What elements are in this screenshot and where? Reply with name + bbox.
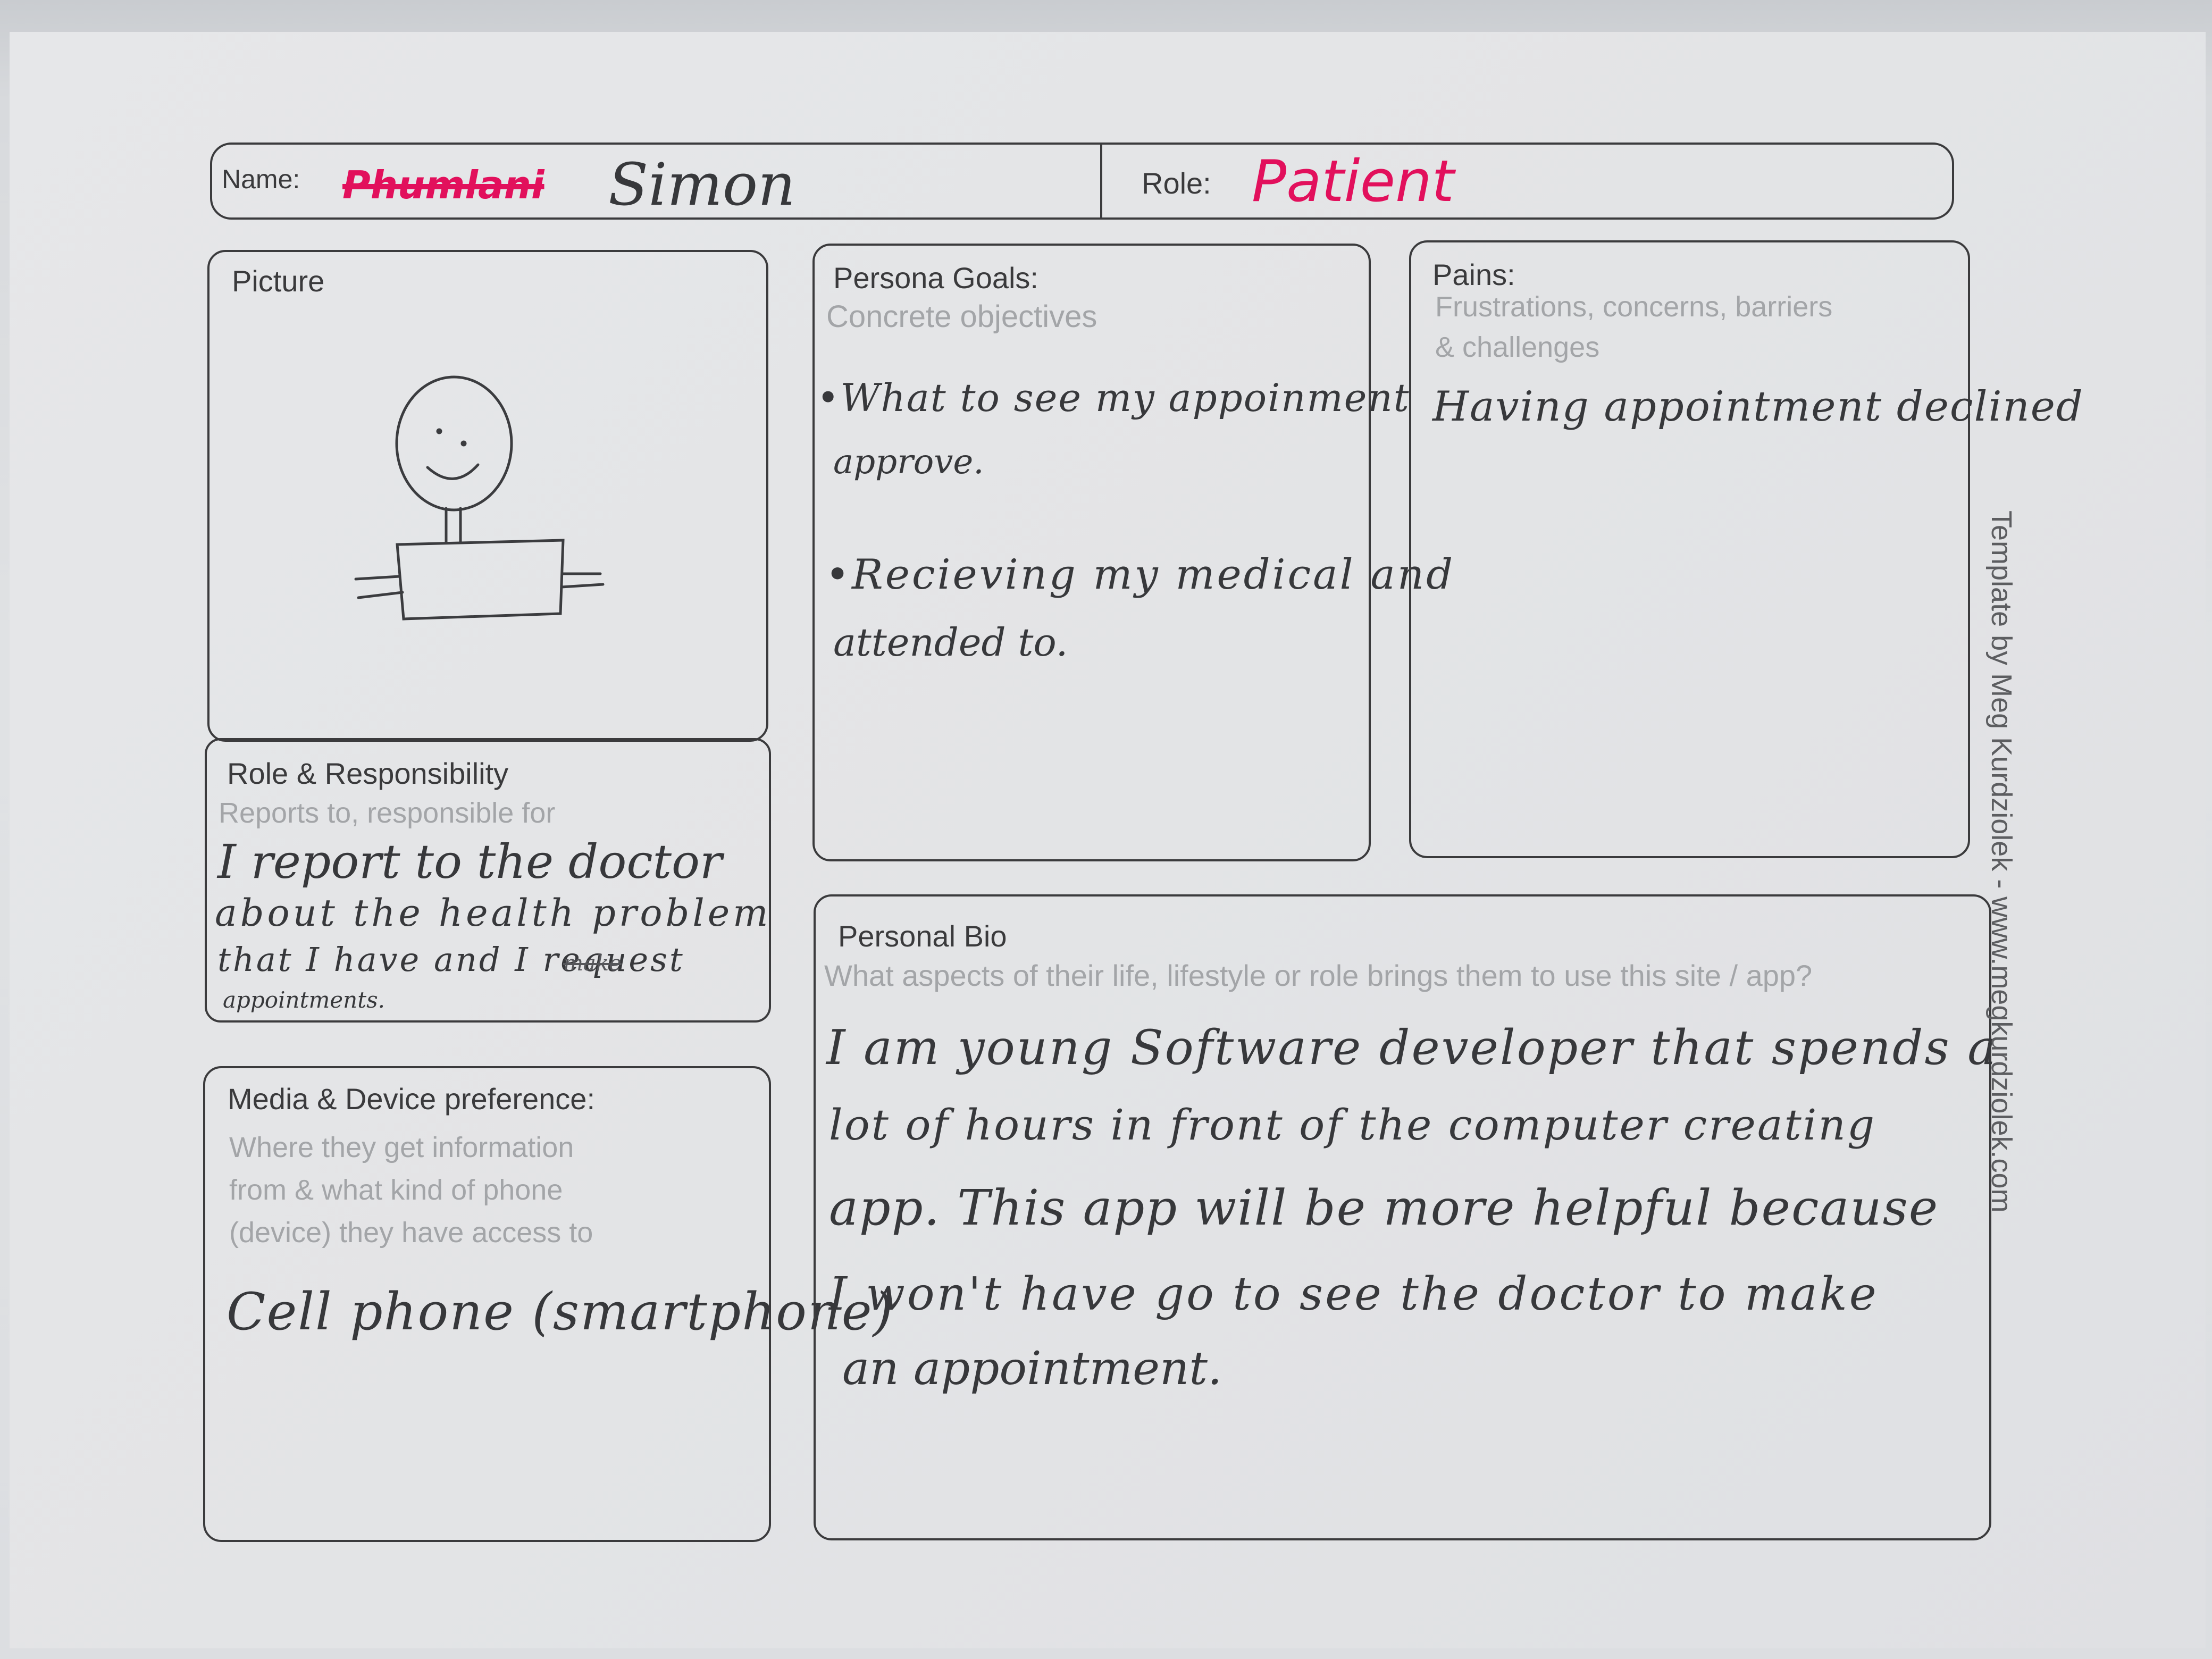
bio-line-5: an appointment. [842,1342,1222,1395]
bio-line-2: lot of hours in front of the computer cr… [829,1100,1876,1150]
role-label: Role: [1142,166,1211,200]
picture-title: Picture [232,264,325,298]
struck-name: Phumlani [342,163,544,207]
role-line-4: appointments. [223,987,385,1013]
bio-subtitle: What aspects of their life, lifestyle or… [824,959,1813,992]
role-line-1: I report to the doctor [217,834,723,889]
goals-line-1: •What to see my appoinment [817,375,1410,420]
stick-figure-sketch [354,375,605,621]
goals-title: Persona Goals: [833,261,1038,295]
name-label: Name: [222,164,300,194]
picture-box: Picture [207,250,768,742]
media-title: Media & Device preference: [228,1082,596,1116]
media-answer: Cell phone (smartphone) [227,1282,894,1342]
pains-subtitle-1: Frustrations, concerns, barriers [1435,291,1833,323]
role-line-2: about the health problem [215,891,772,935]
role-responsibility-box: Role & Responsibility Reports to, respon… [205,738,771,1023]
goals-line-3: •Recieving my medical and [825,551,1455,599]
personal-bio-box: Personal Bio What aspects of their life,… [814,894,1996,1540]
role-responsibility-subtitle: Reports to, responsible for [219,797,556,829]
header-bar: Name: Phumlani Simon Role: Patient [210,143,1954,220]
persona-template-sheet [10,32,2206,1648]
role-line-3: that I have and I request [217,940,685,979]
media-device-box: Media & Device preference: Where they ge… [203,1066,893,1542]
persona-goals-box: Persona Goals: Concrete objectives •What… [812,244,1453,861]
role-value: Patient [1252,148,1454,215]
name-value: Simon [608,150,795,219]
bio-line-4: I won't have go to see the doctor to mak… [829,1268,1879,1321]
goals-line-4: attended to. [833,620,1068,665]
pains-answer: Having appointment declined [1432,383,2084,431]
bio-title: Personal Bio [838,919,1007,953]
role-struck-word: make [563,951,622,976]
template-credit: Template by Meg Kurdziolek - www.megkurd… [1985,510,2017,1213]
pains-subtitle-2: & challenges [1435,331,1600,363]
header-divider [1100,145,1102,217]
media-subtitle-1: Where they get information [229,1132,574,1163]
bio-line-1: I am young Software developer that spend… [826,1020,1998,1076]
bio-line-3: app. This app will be more helpful becau… [829,1179,1939,1236]
goals-line-2: approve. [833,442,984,482]
goals-subtitle: Concrete objectives [826,299,1097,334]
media-subtitle-3: (device) they have access to [229,1217,593,1249]
pains-title: Pains: [1432,258,1515,291]
media-subtitle-2: from & what kind of phone [229,1174,563,1206]
role-responsibility-title: Role & Responsibility [227,757,509,790]
pains-box: Pains: Frustrations, concerns, barriers … [1409,240,2083,858]
